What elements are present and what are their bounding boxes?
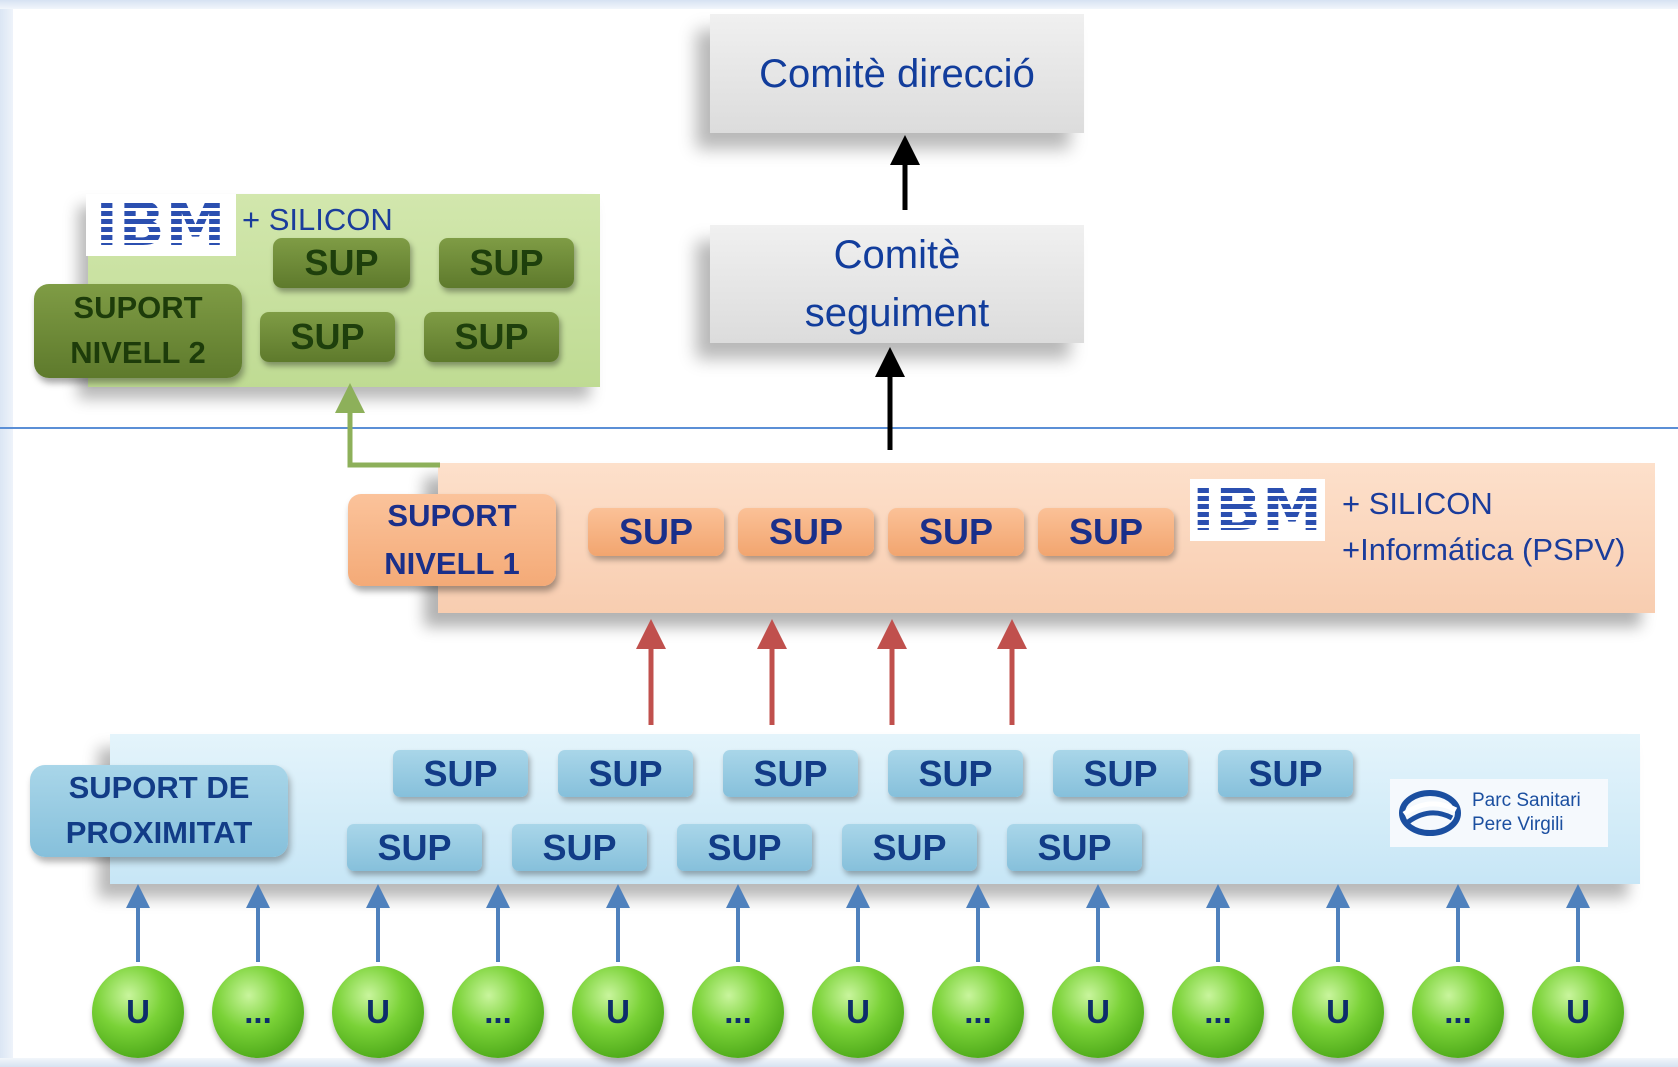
slide-left-border	[0, 0, 13, 1067]
level1-sup-chip: SUP	[738, 508, 874, 556]
user-circle: ...	[692, 966, 784, 1058]
comite-direccio-label: Comitè direcció	[759, 51, 1035, 96]
proximity-sup-chip: SUP	[1007, 824, 1142, 871]
level2-sup-chip: SUP	[439, 238, 574, 288]
slide-top-border	[0, 0, 1678, 9]
level1-label-line2: NIVELL 1	[384, 546, 520, 581]
pspv-logo-text: Parc Sanitari Pere Virgili	[1472, 789, 1581, 837]
slide-bottom-border	[0, 1058, 1678, 1067]
level1-label: SUPORT NIVELL 1	[348, 494, 556, 586]
proximity-sup-chip: SUP	[347, 824, 482, 871]
proximity-sup-chip: SUP	[888, 750, 1023, 797]
ibm-logo: IBM	[1192, 475, 1323, 545]
user-circle: U	[572, 966, 664, 1058]
divider-line	[0, 427, 1678, 429]
proximity-label-line1: SUPORT DE	[68, 770, 250, 806]
proximity-sup-chip: SUP	[677, 824, 812, 871]
comite-seguiment-label-line1: Comitè	[833, 233, 961, 277]
user-circle: ...	[1172, 966, 1264, 1058]
proximity-sup-chip: SUP	[512, 824, 647, 871]
proximity-sup-chip: SUP	[558, 750, 693, 797]
proximity-sup-chip: SUP	[1053, 750, 1188, 797]
proximity-sup-chip: SUP	[842, 824, 977, 871]
level1-sup-chip: SUP	[1038, 508, 1174, 556]
level2-provider-logo-box: IBM	[86, 194, 236, 256]
ibm-logo: IBM	[95, 190, 227, 260]
level2-sup-chip: SUP	[260, 312, 395, 362]
user-circle: ...	[452, 966, 544, 1058]
user-circle: ...	[212, 966, 304, 1058]
level2-sup-chip: SUP	[273, 238, 410, 288]
user-circle: U	[1532, 966, 1624, 1058]
user-circle: U	[92, 966, 184, 1058]
user-circle: U	[1292, 966, 1384, 1058]
comite-seguiment-label-line2: seguiment	[804, 291, 990, 335]
level2-label: SUPORT NIVELL 2	[34, 284, 242, 378]
user-circle: U	[812, 966, 904, 1058]
level1-sup-chip: SUP	[888, 508, 1024, 556]
level2-label-line1: SUPORT	[73, 290, 203, 326]
level1-label-line1: SUPORT	[387, 497, 517, 533]
level1-provider-extra-line2: +Informática (PSPV)	[1342, 532, 1626, 567]
pspv-logo-line2: Pere Virgili	[1472, 814, 1564, 835]
level2-sup-chip: SUP	[424, 312, 559, 362]
comite-direccio-box: Comitè direcció	[710, 14, 1084, 133]
pspv-logo-line1: Parc Sanitari	[1472, 790, 1581, 812]
user-circle: ...	[932, 966, 1024, 1058]
pspv-logo: Parc Sanitari Pere Virgili	[1390, 779, 1608, 847]
user-circle: U	[332, 966, 424, 1058]
level1-provider-extra-line1: + SILICON	[1342, 486, 1493, 521]
pspv-swirl-icon	[1399, 790, 1461, 836]
user-circle: U	[1052, 966, 1144, 1058]
level2-provider-extra: + SILICON	[242, 202, 393, 237]
proximity-sup-chip: SUP	[723, 750, 858, 797]
user-circle: ...	[1412, 966, 1504, 1058]
proximity-label-line2: PROXIMITAT	[65, 815, 253, 850]
level1-sup-chip: SUP	[588, 508, 724, 556]
comite-seguiment-box: Comitè seguiment	[710, 225, 1084, 343]
arrow-level1-to-level2	[335, 383, 440, 468]
proximity-label: SUPORT DE PROXIMITAT	[30, 765, 288, 857]
proximity-sup-chip: SUP	[393, 750, 528, 797]
level1-provider-logo-box: IBM	[1190, 479, 1325, 541]
proximity-sup-chip: SUP	[1218, 750, 1353, 797]
level2-label-line2: NIVELL 2	[70, 335, 206, 370]
